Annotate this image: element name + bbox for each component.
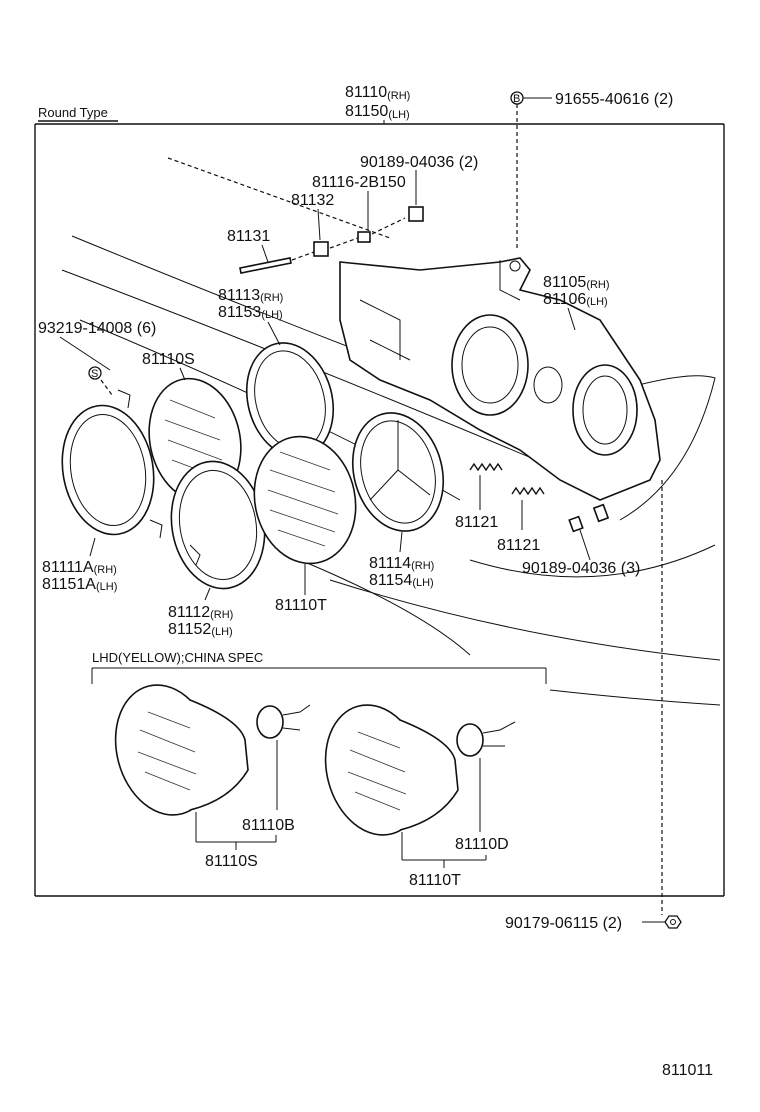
diagram-frame xyxy=(34,120,725,897)
adjust-screw-81116 xyxy=(357,231,371,243)
label-81114-side: (RH) xyxy=(411,560,434,572)
headlamp-housing: 81105(RH) 81106(LH) xyxy=(339,257,661,501)
label-81110t-bottom: 81110T xyxy=(409,872,461,889)
hex-nut-icon xyxy=(664,915,682,929)
adjust-springs: 81121 81121 xyxy=(455,462,545,554)
label-81113: 81113 xyxy=(218,287,260,304)
sealed-beam-81110t-top: 81110T xyxy=(253,435,357,614)
svg-text:81150(LH): 81150(LH) xyxy=(345,103,410,121)
label-81153: 81153 xyxy=(218,304,261,321)
label-81111a-side: (RH) xyxy=(94,564,117,576)
label-81150: 81150 xyxy=(345,103,388,120)
svg-text:81106(LH): 81106(LH) xyxy=(543,291,608,308)
screw-s-callout: 93219-14008 (6) S xyxy=(38,320,156,396)
label-81111a: 81111A xyxy=(42,559,94,576)
retaining-ring-81112: 81112(RH) 81152(LH) xyxy=(168,460,266,638)
label-81151a-side: (LH) xyxy=(96,581,117,593)
adjust-bolt-81131 xyxy=(239,257,292,274)
label-81154: 81154 xyxy=(369,572,412,589)
label-81110: 81110 xyxy=(345,84,387,101)
label-81152-side: (LH) xyxy=(211,626,232,638)
screw-s-marker: S xyxy=(91,368,98,380)
halogen-lamp-81110t: 81110D 81110T xyxy=(324,704,516,889)
label-81151a: 81151A xyxy=(42,576,96,593)
label-81154-side: (LH) xyxy=(412,577,433,589)
label-81110s-bottom: 81110S xyxy=(205,853,258,870)
svg-text:81153(LH): 81153(LH) xyxy=(218,304,283,321)
svg-text:81151A(LH): 81151A(LH) xyxy=(42,576,117,593)
label-81110d: 81110D xyxy=(455,836,509,853)
diagram-code: 811011 xyxy=(662,1062,713,1079)
label-81153-side: (LH) xyxy=(261,309,282,321)
retaining-ring-81114: 81114(RH) 81154(LH) xyxy=(351,412,445,589)
top-small-parts: 90189-04036 (2) 81116-2B150 81132 81131 xyxy=(227,154,478,274)
label-90179-06115: 90179-06115 (2) xyxy=(505,915,622,932)
label-81114: 81114 xyxy=(369,555,411,572)
circle-letter-s-icon xyxy=(88,366,102,380)
lhd-spec-title: LHD(YELLOW);CHINA SPEC xyxy=(92,650,263,665)
label-81150-side: (LH) xyxy=(388,109,409,121)
label-81110b: 81110B xyxy=(242,817,295,834)
label-81112: 81112 xyxy=(168,604,210,621)
svg-text:81111A(RH): 81111A(RH) xyxy=(42,559,117,576)
label-93219-14008: 93219-14008 (6) xyxy=(38,320,156,337)
label-81110t-top: 81110T xyxy=(275,597,327,614)
label-81110-side: (RH) xyxy=(387,90,410,102)
label-top-assembly: 81110(RH) 81150(LH) xyxy=(345,84,410,124)
svg-text:81105(RH): 81105(RH) xyxy=(543,274,610,291)
label-81116-2b150: 81116-2B150 xyxy=(312,174,406,191)
svg-text:81110(RH): 81110(RH) xyxy=(345,84,410,102)
svg-text:81152(LH): 81152(LH) xyxy=(168,621,233,638)
label-90189-04036-right: 90189-04036 (3) xyxy=(522,560,640,577)
section-title: Round Type xyxy=(38,105,108,120)
label-81152: 81152 xyxy=(168,621,211,638)
label-81105: 81105 xyxy=(543,274,586,291)
mounting-ring-81111a: 81111A(RH) 81151A(LH) xyxy=(42,389,163,593)
label-81121-a: 81121 xyxy=(455,514,498,531)
nut-right-callout: 90189-04036 (3) xyxy=(522,503,640,577)
label-81132: 81132 xyxy=(291,192,334,209)
label-81105-side: (RH) xyxy=(586,279,609,291)
label-90189-04036-top: 90189-04036 (2) xyxy=(360,154,478,171)
adjust-nut-81132 xyxy=(313,241,329,257)
clip-nut xyxy=(408,206,424,222)
label-81106-side: (LH) xyxy=(586,296,607,308)
label-81131: 81131 xyxy=(227,228,270,245)
label-81121-b: 81121 xyxy=(497,537,540,554)
halogen-lamp-81110s: 81110B 81110S xyxy=(114,684,311,870)
bottom-nut-callout: 90179-06115 (2) xyxy=(505,915,682,932)
screw-b-callout: B 91655-40616 (2) xyxy=(510,91,673,250)
label-91655-40616: 91655-40616 (2) xyxy=(555,91,673,108)
svg-text:81114(RH): 81114(RH) xyxy=(369,555,434,572)
label-81113-side: (RH) xyxy=(260,292,283,304)
svg-text:81113(RH): 81113(RH) xyxy=(218,287,283,304)
label-81106: 81106 xyxy=(543,291,586,308)
svg-text:81154(LH): 81154(LH) xyxy=(369,572,434,589)
label-81112-side: (RH) xyxy=(210,609,233,621)
lhd-spec-section: LHD(YELLOW);CHINA SPEC 81110B 81110S xyxy=(91,650,547,889)
screw-b-marker: B xyxy=(513,93,520,105)
label-81110s-top: 81110S xyxy=(142,351,195,368)
svg-text:81112(RH): 81112(RH) xyxy=(168,604,233,621)
